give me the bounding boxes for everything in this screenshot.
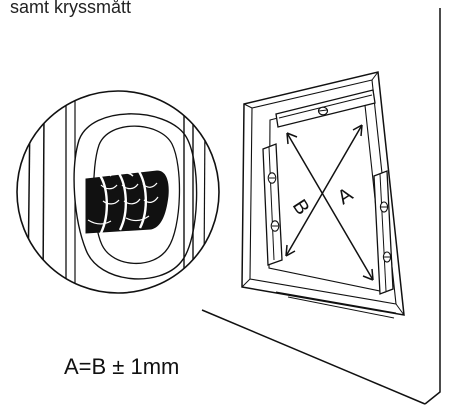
magnifier-detail [16, 90, 220, 294]
right-side-rail [373, 170, 394, 295]
left-side-rail [262, 143, 283, 266]
tolerance-formula: A=B ± 1mm [64, 354, 180, 379]
top-magnetic-strip [275, 89, 376, 128]
diagonal-measurement-a [285, 124, 363, 257]
top-caption-text: samt kryssmått [10, 0, 132, 17]
wall-outline [201, 8, 441, 405]
diagonal-measurement-b [286, 132, 374, 281]
